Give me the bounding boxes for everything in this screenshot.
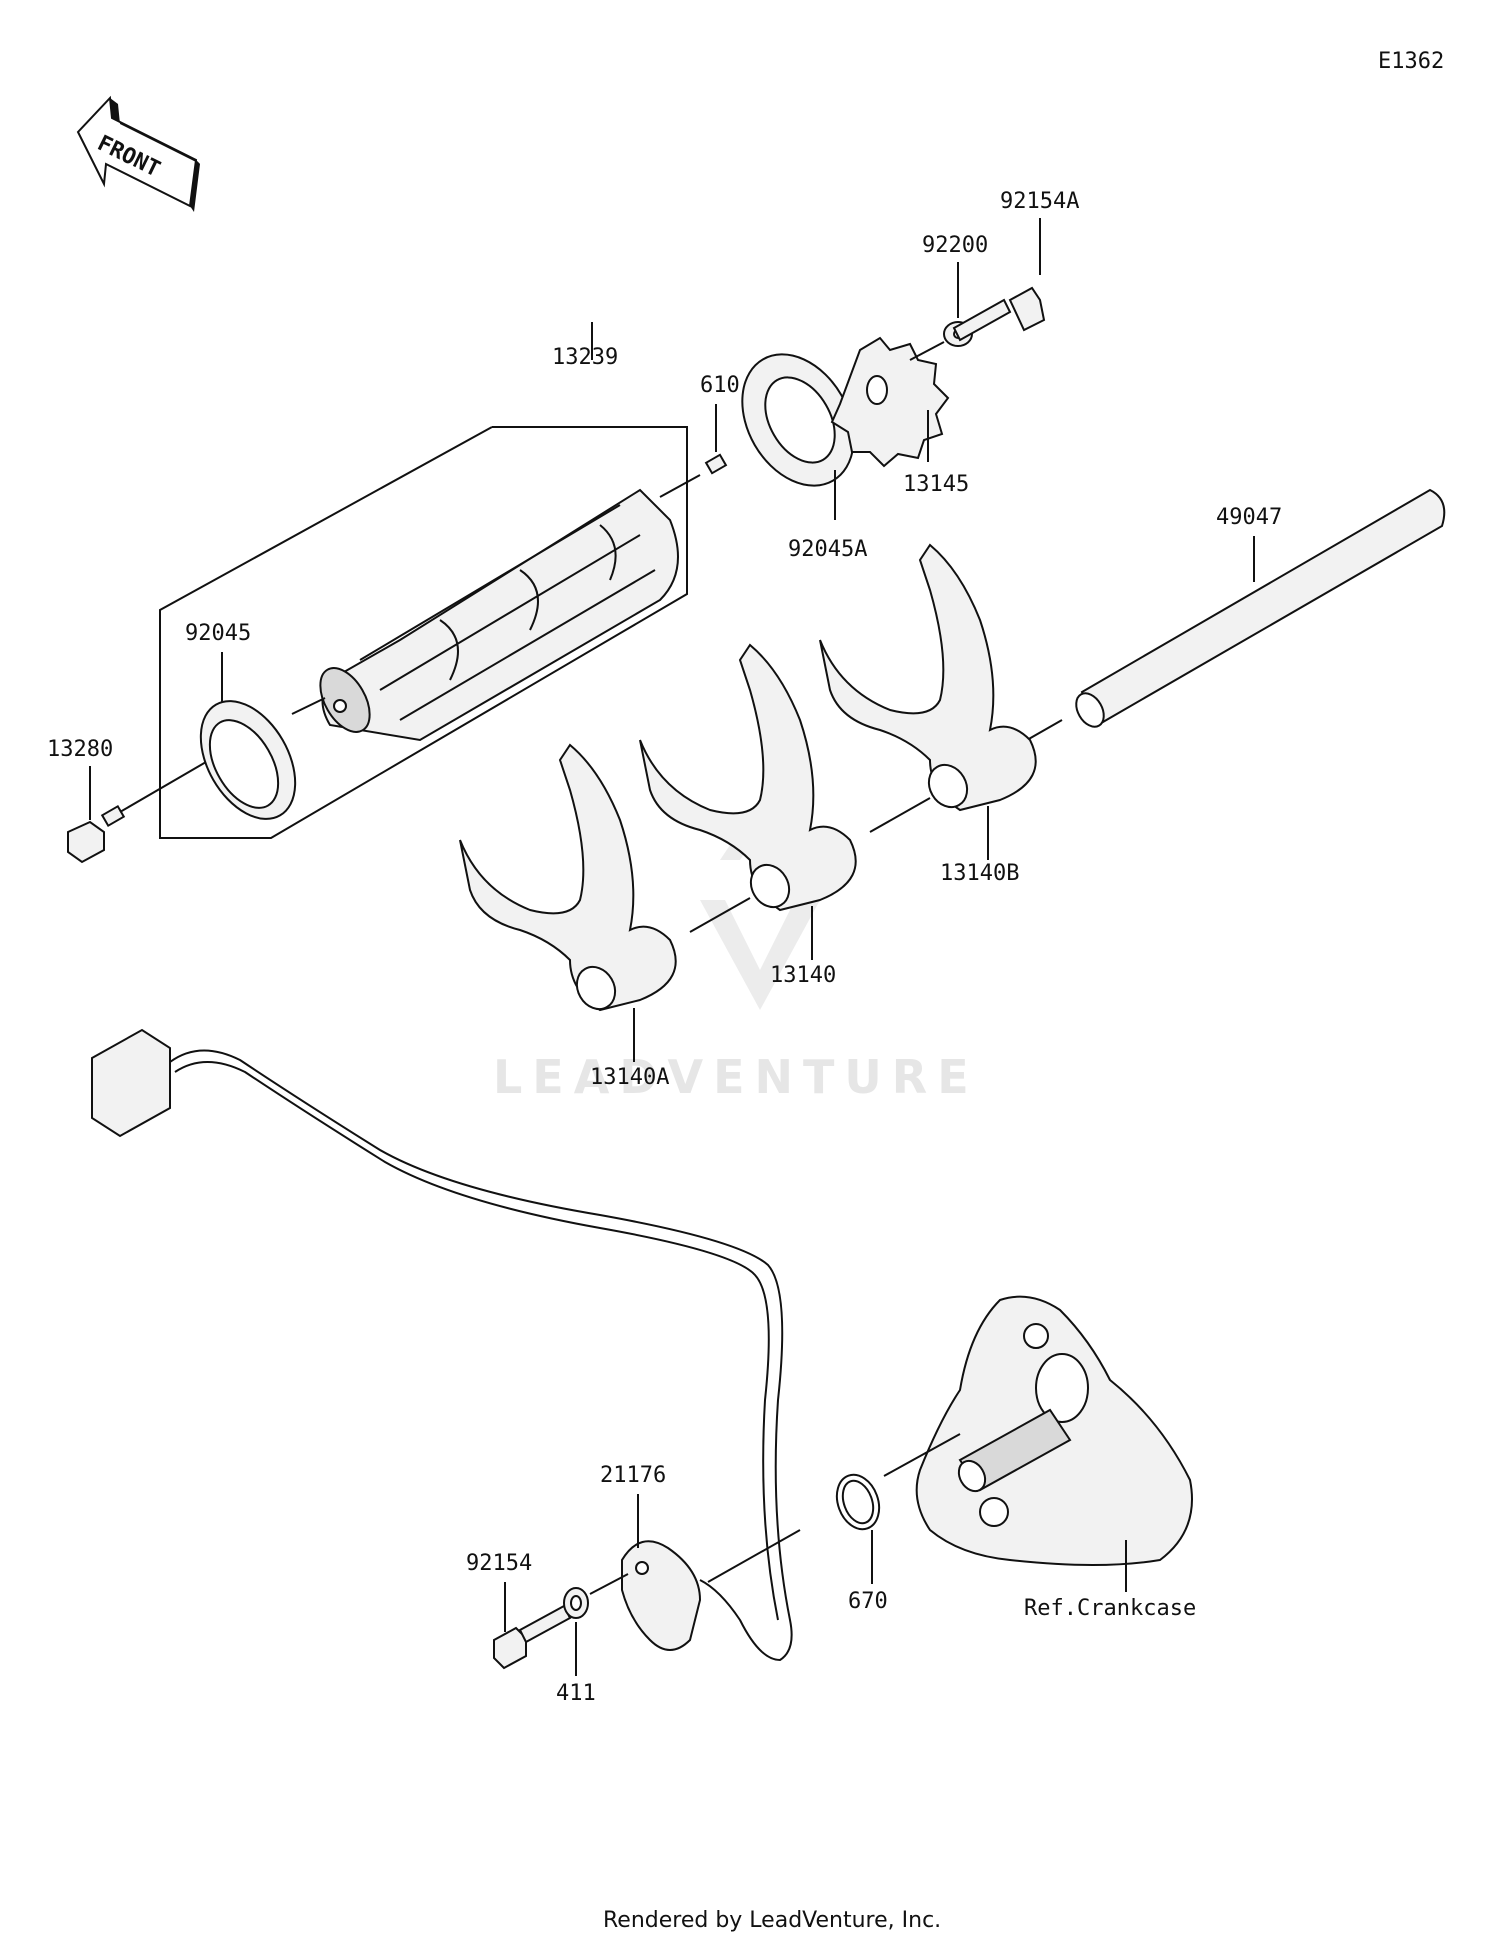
front-arrow-icon: FRONT bbox=[76, 95, 200, 212]
sensor-21176: 21176 bbox=[589, 1463, 801, 1651]
bolt-92154A: 92154A bbox=[952, 189, 1079, 342]
label-49047: 49047 bbox=[1216, 505, 1282, 530]
fork-13140A: 13140A bbox=[459, 743, 677, 1090]
fork-13140: 13140 bbox=[639, 643, 857, 988]
shaft-49047: 49047 bbox=[1019, 488, 1446, 745]
crankcase-reference: Ref.Crankcase bbox=[883, 1295, 1196, 1621]
label-ref-crankcase: Ref.Crankcase bbox=[1024, 1596, 1196, 1621]
label-670: 670 bbox=[848, 1589, 888, 1614]
footer-credit: Rendered by LeadVenture, Inc. bbox=[603, 1908, 941, 1933]
watermark-text: LEADVENTURE bbox=[493, 1050, 979, 1104]
leadventure-watermark: LEADVENTURE bbox=[493, 800, 979, 1104]
label-411: 411 bbox=[556, 1681, 596, 1706]
o-ring-670: 670 bbox=[835, 1473, 888, 1614]
washer-92200: 92200 bbox=[909, 233, 988, 361]
fork-13140B: 13140B bbox=[819, 543, 1037, 886]
label-13280: 13280 bbox=[47, 737, 113, 762]
sensor-harness bbox=[91, 1028, 793, 1662]
bearing-92045A: 92045A bbox=[741, 353, 867, 562]
label-21176: 21176 bbox=[600, 1463, 666, 1488]
label-13140: 13140 bbox=[770, 963, 836, 988]
label-13140A: 13140A bbox=[590, 1065, 669, 1090]
label-92154A: 92154A bbox=[1000, 189, 1079, 214]
gear-13145: 13145 bbox=[830, 336, 969, 497]
label-92200: 92200 bbox=[922, 233, 988, 258]
diagram-code: E1362 bbox=[1378, 49, 1444, 74]
bolt-92154: 92154 bbox=[466, 1551, 572, 1670]
label-610: 610 bbox=[700, 373, 740, 398]
label-13145: 13145 bbox=[903, 472, 969, 497]
label-92045: 92045 bbox=[185, 621, 251, 646]
label-92154: 92154 bbox=[466, 1551, 532, 1576]
label-92045A: 92045A bbox=[788, 537, 867, 562]
label-13140B: 13140B bbox=[940, 861, 1019, 886]
washer-411: 411 bbox=[556, 1587, 596, 1706]
label-13239: 13239 bbox=[552, 345, 618, 370]
shift-drum-group: 13239 610 92045 13280 bbox=[47, 322, 740, 864]
